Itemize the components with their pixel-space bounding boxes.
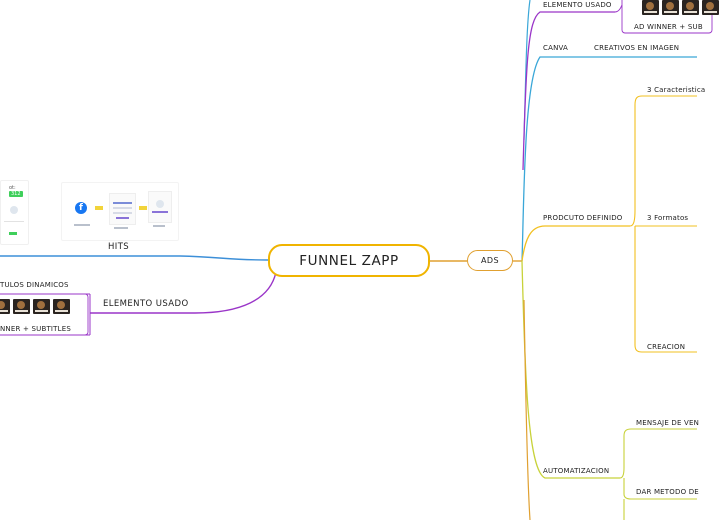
hits-circle <box>10 206 18 214</box>
connector-automatizacion-bracket <box>619 428 697 520</box>
connector-producto <box>521 225 630 262</box>
connector-left-elemento <box>90 271 277 314</box>
titulos-dinamicos-label[interactable]: TULOS DINAMICOS <box>0 281 69 289</box>
winner-subtitles-label[interactable]: NNER + SUBTITLES <box>0 325 72 333</box>
producto-definido-label[interactable]: PRODCUTO DEFINIDO <box>543 214 623 222</box>
hits-tag <box>9 232 17 235</box>
thumbnail <box>53 299 70 314</box>
flow-tag-2 <box>139 206 147 210</box>
left-thumbnails <box>0 299 70 314</box>
hits-pill: ot: 312 <box>9 185 23 197</box>
connector-canva <box>521 56 697 262</box>
flow-panel-2 <box>148 191 172 223</box>
connector-producto-bracket <box>629 95 697 353</box>
ad-winner-label[interactable]: AD WINNER + SUB <box>634 23 703 31</box>
thumbnail <box>0 299 10 314</box>
flow-caption-3 <box>153 225 165 227</box>
connector-left-elemento-branch <box>72 293 91 336</box>
thumbnail <box>33 299 50 314</box>
hits-line <box>4 221 24 222</box>
connector-lower-trunk <box>523 299 531 520</box>
right-thumbnails <box>642 0 719 15</box>
ads-node[interactable]: ADS <box>467 250 513 271</box>
thumbnail <box>662 0 679 15</box>
central-node[interactable]: FUNNEL ZAPP <box>268 244 430 277</box>
canva-label[interactable]: CANVA <box>543 44 569 52</box>
connector-hits <box>0 255 269 261</box>
mensaje-label[interactable]: MENSAJE DE VEN <box>636 419 700 427</box>
thumbnail <box>13 299 30 314</box>
thumbnail <box>682 0 699 15</box>
connector-automatizacion <box>521 260 620 479</box>
creacion-label[interactable]: CREACION <box>647 343 686 351</box>
thumbnail <box>642 0 659 15</box>
hits-label: HITS <box>108 242 130 252</box>
flow-tag-1 <box>95 206 103 210</box>
hits-image-card-left: ot: 312 <box>0 180 29 245</box>
flow-caption-2 <box>114 227 128 229</box>
central-title: FUNNEL ZAPP <box>299 252 399 269</box>
flow-caption-1 <box>74 224 90 226</box>
ads-label: ADS <box>481 256 499 265</box>
right-elemento-usado-label[interactable]: ELEMENTO USADO <box>543 1 612 9</box>
thumbnail <box>702 0 719 15</box>
dar-metodo-label[interactable]: DAR METODO DE <box>636 488 699 496</box>
automatizacion-label[interactable]: AUTOMATIZACION <box>543 467 610 475</box>
left-thumb-frame <box>0 293 89 336</box>
formatos-label[interactable]: 3 Formatos <box>647 214 689 222</box>
caracteristicas-label[interactable]: 3 Caracteristica <box>647 86 706 94</box>
hits-image-card: f <box>61 182 179 241</box>
creativos-label[interactable]: CREATIVOS EN IMAGEN <box>594 44 680 52</box>
connector-right-elemento-branch <box>614 4 623 13</box>
facebook-icon: f <box>75 202 87 214</box>
connector-right-elemento <box>522 11 615 171</box>
left-elemento-usado-label[interactable]: ELEMENTO USADO <box>103 299 189 309</box>
flow-panel-1 <box>109 193 136 225</box>
